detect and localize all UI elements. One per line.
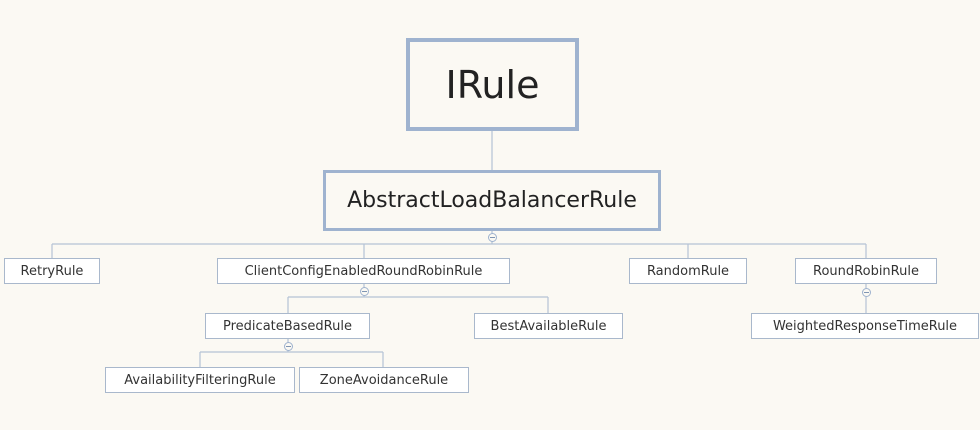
node-abstract-load-balancer-rule[interactable]: AbstractLoadBalancerRule (323, 170, 661, 231)
collapse-toggle-predicate[interactable] (284, 342, 293, 351)
node-retry-rule[interactable]: RetryRule (4, 258, 100, 284)
node-availability-filtering-rule[interactable]: AvailabilityFilteringRule (105, 367, 295, 393)
collapse-toggle-client-config[interactable] (360, 287, 369, 296)
node-client-config-enabled-round-robin-rule[interactable]: ClientConfigEnabledRoundRobinRule (217, 258, 510, 284)
node-best-available-rule[interactable]: BestAvailableRule (474, 313, 623, 339)
node-round-robin-rule[interactable]: RoundRobinRule (795, 258, 937, 284)
node-random-rule[interactable]: RandomRule (629, 258, 747, 284)
node-predicate-based-rule[interactable]: PredicateBasedRule (205, 313, 370, 339)
node-weighted-response-time-rule[interactable]: WeightedResponseTimeRule (751, 313, 979, 339)
collapse-toggle-round-robin[interactable] (862, 288, 871, 297)
node-irule[interactable]: IRule (406, 38, 579, 131)
collapse-toggle-abstract[interactable] (488, 233, 497, 242)
node-zone-avoidance-rule[interactable]: ZoneAvoidanceRule (299, 367, 469, 393)
